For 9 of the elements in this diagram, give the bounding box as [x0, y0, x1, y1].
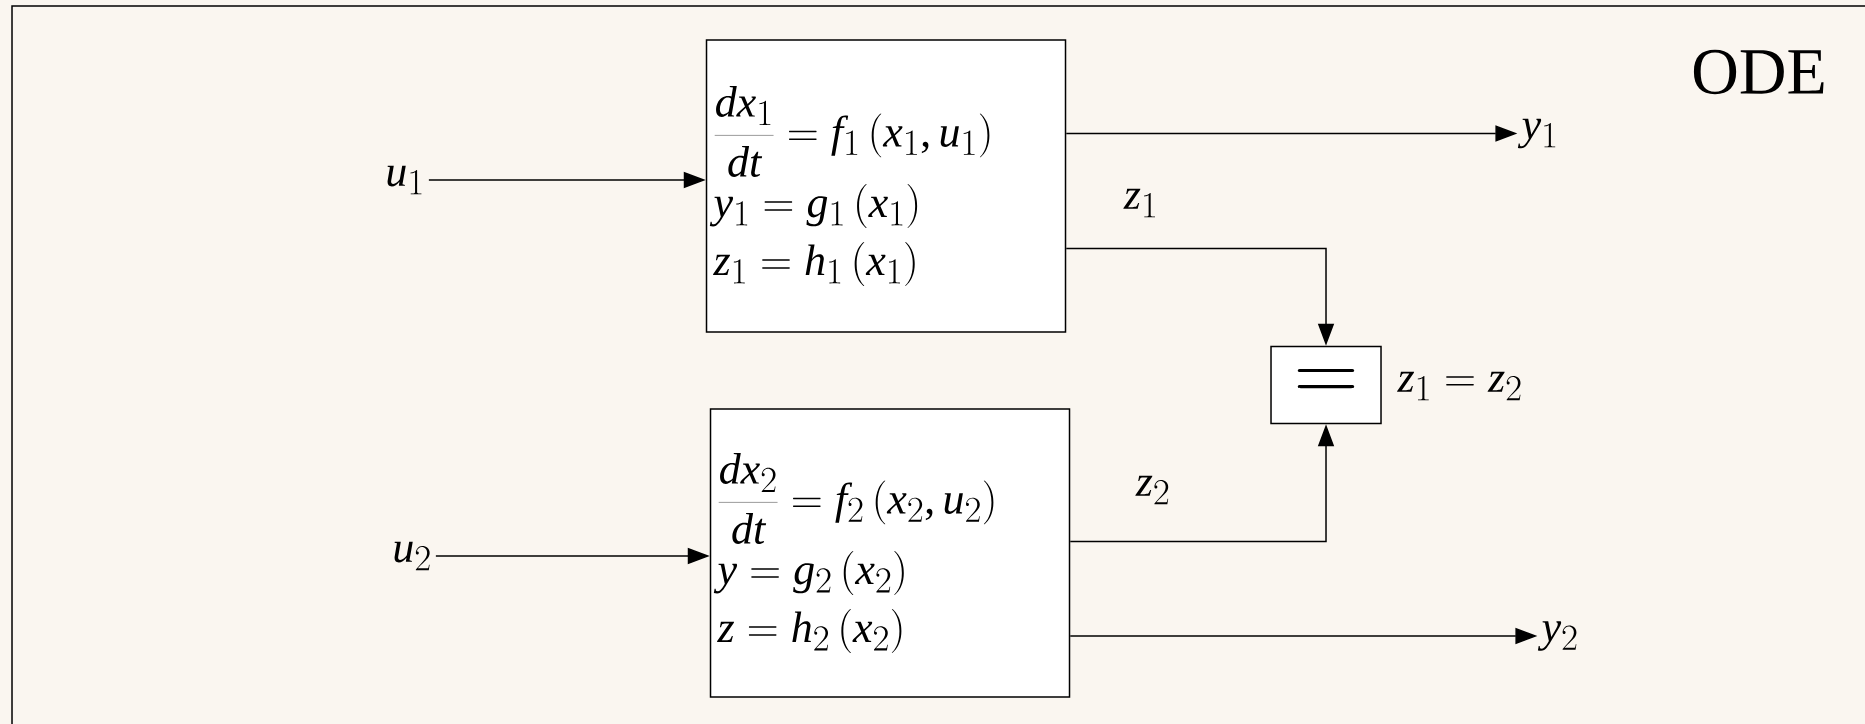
title: ODE [1693, 49, 1824, 95]
equality-box: $=$ [1270, 345, 1382, 425]
system-box: $\frac{dx_1}{dt} = f_1\left(x_1, u_1\right)$ $y_1 = g_1\left(x_1\right)$ $z_1 = h_1\left(x_1\right)$ [705, 39, 1067, 333]
signal-label: $u_1$ [387, 165, 422, 195]
system-box: $\frac{dx_2}{dt} = f_2\left(x_2, u_2\right)$ $y = g_2\left(x_2\right)$ $z = h_2\left(x_2\right)$ [709, 408, 1071, 698]
signal-label: $y_1$ [1517, 118, 1556, 149]
signal-label: $u_2$ [394, 541, 430, 571]
signal-label: $y_2$ [1537, 621, 1577, 651]
equation-label: $z_1 = z_2$ [1397, 371, 1521, 401]
